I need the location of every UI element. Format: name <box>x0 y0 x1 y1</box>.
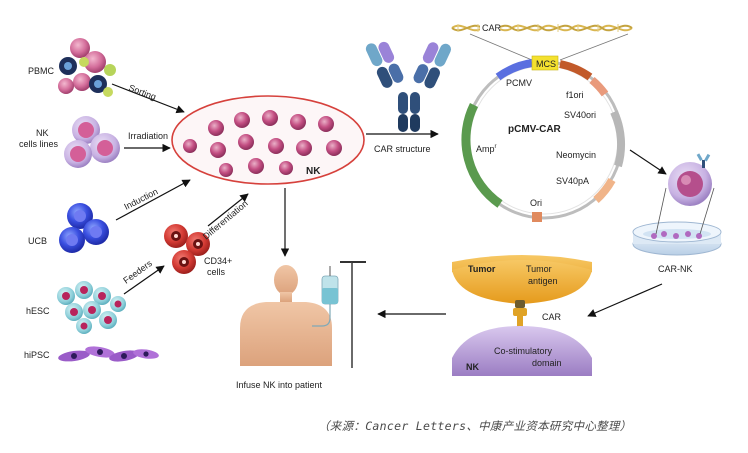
hesc-cells-icon <box>57 281 126 334</box>
label-car-nk: CAR-NK <box>658 264 693 274</box>
segment-f1ori <box>559 60 593 81</box>
label-cd34-cells: CD34+ cells <box>204 256 235 277</box>
arrow-sorting <box>111 83 185 114</box>
label-sorting: Sorting <box>127 83 157 103</box>
label-infuse: Infuse NK into patient <box>236 380 323 390</box>
nk-pool-cells <box>183 110 342 177</box>
iv-drip-icon <box>312 261 366 368</box>
label-pbmc: PBMC <box>28 66 55 76</box>
label-pcmv: PCMV <box>506 78 532 88</box>
arrow-induction <box>115 179 191 221</box>
label-nk-cell-lines: NK cells lines <box>19 128 59 149</box>
label-car-dna: CAR <box>482 23 502 33</box>
segment-ori <box>532 212 542 222</box>
label-car-receptor: CAR <box>542 312 562 322</box>
label-hipsc: hiPSC <box>24 350 50 360</box>
label-tumor-antigen: Tumor antigen <box>526 264 558 286</box>
label-car-structure: CAR structure <box>374 144 431 154</box>
nk-pool-ellipse <box>171 95 365 185</box>
car-nk-dish-icon <box>632 187 722 256</box>
arrow-feeders <box>123 265 165 295</box>
label-ucb: UCB <box>28 236 47 246</box>
dna-insert-line-left <box>469 33 533 61</box>
nk-membrane-shape <box>452 326 592 376</box>
label-sv40ori: SV40ori <box>564 110 596 120</box>
source-note: （来源：Cancer Letters、中康产业资本研究中心整理） <box>318 419 632 433</box>
label-irradiation: Irradiation <box>128 131 168 141</box>
dna-strand-icon <box>451 24 633 32</box>
arrow-differentiation <box>207 193 249 227</box>
arrow-to-car-nk <box>629 149 667 175</box>
label-sv40pa: SV40pA <box>556 176 589 186</box>
segment-sv40pa <box>593 177 616 203</box>
label-neomycin: Neomycin <box>556 150 596 160</box>
label-tumor: Tumor <box>468 264 496 274</box>
pbmc-cells-icon <box>58 38 116 97</box>
car-label-bg <box>480 22 500 34</box>
label-feeders: Feeders <box>121 258 154 286</box>
car-antibody-icon <box>365 41 452 132</box>
label-mcs: MCS <box>536 59 556 69</box>
patient-silhouette-icon <box>240 265 332 366</box>
segment-pcmv <box>495 59 533 81</box>
label-plasmid-name: pCMV-CAR <box>508 124 562 135</box>
label-hesc: hESC <box>26 306 50 316</box>
nk-cell-lines-icon <box>64 116 120 168</box>
label-f1ori: f1ori <box>566 90 584 100</box>
hipsc-cells-icon <box>58 346 159 362</box>
label-ampr: Ampr <box>476 144 497 154</box>
label-nk-membrane: NK <box>466 362 479 372</box>
label-costim-domain: Co-stimulatory domain <box>494 346 562 368</box>
label-nk-pool: NK <box>306 166 321 177</box>
dna-insert-line-right <box>559 33 629 61</box>
segment-ampr <box>461 103 503 208</box>
segment-sv40ori <box>589 76 609 97</box>
segment-neomycin <box>610 110 626 168</box>
tumor-cell-body <box>452 260 592 304</box>
cd34-cells-icon <box>164 224 210 274</box>
ucb-cells-icon <box>59 203 109 253</box>
car-nk-cell-icon <box>668 153 712 206</box>
arrow-to-synapse <box>587 283 663 317</box>
segment-mcs <box>531 55 559 71</box>
label-differentiation: Differentiation <box>201 198 250 241</box>
label-ori: Ori <box>530 198 542 208</box>
